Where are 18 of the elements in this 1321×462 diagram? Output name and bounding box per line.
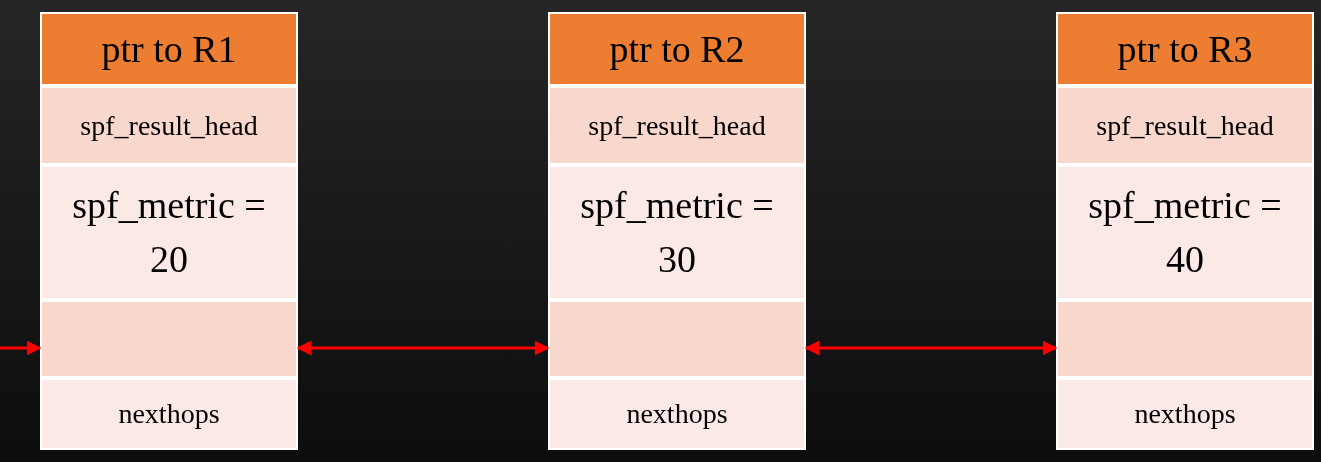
field-cell: nexthops [40,378,298,450]
field-cell: spf_result_head [40,86,298,165]
pointer-cell [40,300,298,378]
field-cell: nexthops [548,378,806,450]
field-cell: spf_result_head [1056,86,1314,165]
header-cell: ptr to R1 [40,12,298,86]
field-cell: spf_metric = 30 [548,165,806,300]
header-cell: ptr to R3 [1056,12,1314,86]
field-cell: spf_metric = 40 [1056,165,1314,300]
field-cell: spf_result_head [548,86,806,165]
arrow [296,340,550,356]
pointer-cell [548,300,806,378]
field-cell: spf_metric = 20 [40,165,298,300]
field-cell: nexthops [1056,378,1314,450]
arrow [0,340,42,356]
header-cell: ptr to R2 [548,12,806,86]
pointer-cell [1056,300,1314,378]
arrow [804,340,1058,356]
